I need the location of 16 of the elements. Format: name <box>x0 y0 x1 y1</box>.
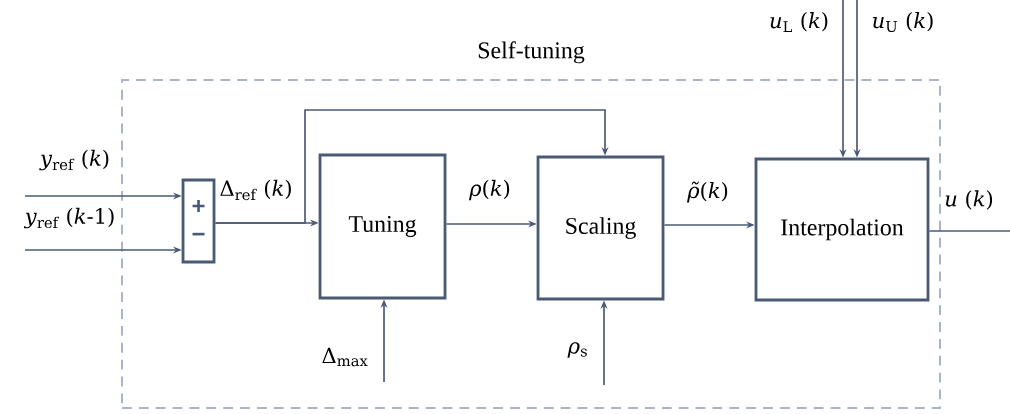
edge-label: u$_{U}$ (k) <box>873 12 933 32</box>
process-box: Tuning <box>318 153 447 300</box>
edge-label: ρ̃(k) <box>687 181 728 203</box>
process-box: Scaling <box>536 155 665 301</box>
group-title: Self-tuning <box>478 41 585 64</box>
edge-label: Δ$_{max}$ <box>322 347 368 367</box>
arrow <box>214 109 609 224</box>
edge-label: u$_{L}$ (k) <box>770 12 828 32</box>
edge-label: Δ$_{ref}$ (k) <box>220 179 291 201</box>
edge-label: y$_{ref}$ (k-1) <box>23 207 114 229</box>
edge-label: ρ$_{s}$ <box>567 342 587 358</box>
edge-label: u (k) <box>945 190 993 210</box>
process-box: Interpolation <box>754 157 930 302</box>
summing-block: + − <box>181 178 216 264</box>
edge-label: ρ(k) <box>469 179 510 201</box>
edge-label: y$_{ref}$ (k) <box>39 149 109 171</box>
